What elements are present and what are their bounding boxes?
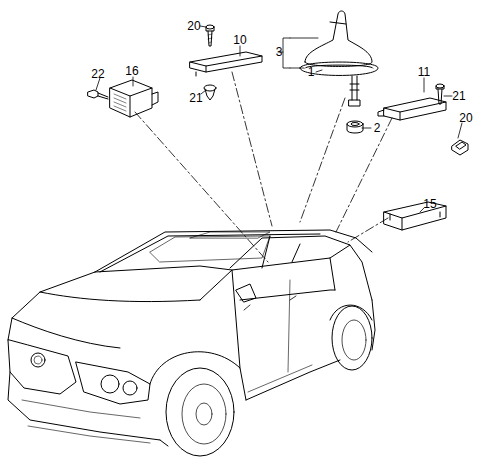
callout-number: 3 (276, 46, 283, 58)
antenna-module (190, 52, 262, 76)
callout-leaders (96, 26, 462, 212)
callout-number: 2 (374, 122, 381, 134)
callout-number: 20 (459, 112, 472, 124)
callout-number: 20 (187, 20, 200, 32)
clip (204, 85, 216, 100)
car-body (8, 230, 375, 456)
callout-number: 1 (308, 66, 315, 78)
callout-number: 16 (125, 65, 138, 77)
callout-number: 21 (452, 90, 465, 102)
control-unit (110, 80, 158, 117)
clip (452, 140, 468, 155)
grommet (347, 121, 363, 133)
module (384, 202, 446, 230)
screw (436, 84, 444, 104)
callout-number: 15 (423, 198, 436, 210)
callout-number: 10 (233, 34, 246, 46)
callout-number: 21 (189, 92, 202, 104)
callout-number: 11 (418, 66, 430, 78)
bolt (88, 90, 108, 99)
roof-antenna (300, 11, 378, 106)
antenna-module (378, 98, 446, 120)
screw (206, 25, 214, 46)
callout-number: 22 (91, 68, 104, 80)
leader-lines (135, 72, 392, 262)
